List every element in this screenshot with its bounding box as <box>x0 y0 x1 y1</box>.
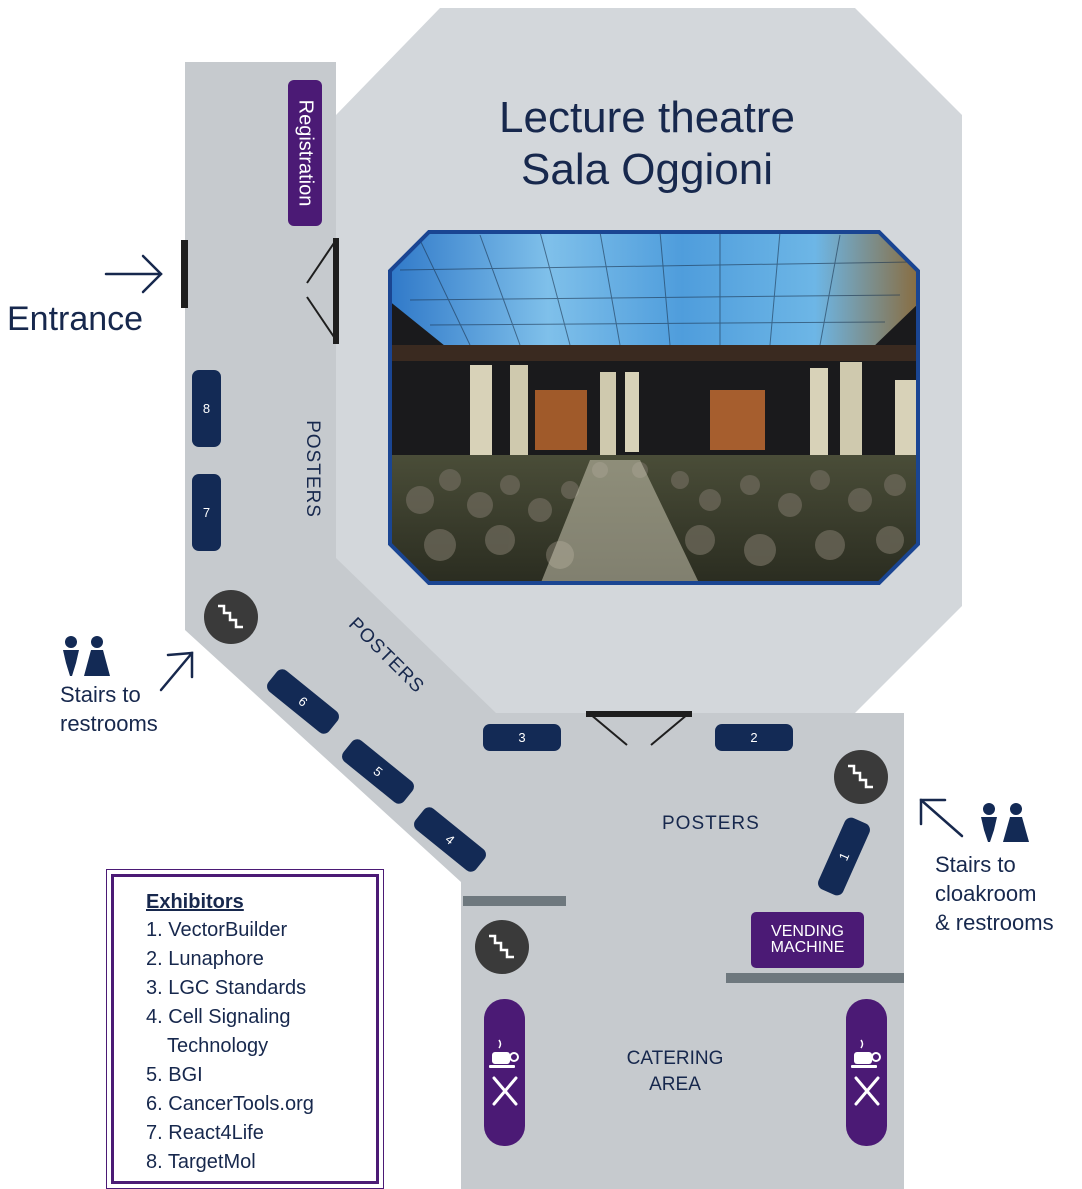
arrow-icon <box>919 798 964 838</box>
exhibitor-item: 7. React4Life <box>146 1122 264 1144</box>
corridor-area <box>185 62 904 1189</box>
fork-knife-icon <box>854 1076 880 1106</box>
restroom-icon <box>981 803 1029 842</box>
exhibitors-legend: Exhibitors 1. VectorBuilder 2. Lunaphore… <box>106 869 384 1189</box>
exhibitor-item: 3. LGC Standards <box>146 977 307 999</box>
booth-7: 7 <box>192 474 221 551</box>
registration-label: Registration <box>294 99 317 207</box>
booth-3: 3 <box>483 724 561 751</box>
posters-label: POSTERS <box>662 813 760 834</box>
stairs-icon <box>475 920 529 974</box>
stairs-restrooms-label: Stairs to restrooms <box>60 682 158 736</box>
door-icon <box>306 238 339 344</box>
exhibitor-item: 8. TargetMol <box>146 1151 256 1173</box>
wall-upper <box>463 896 566 906</box>
arrow-icon <box>104 254 163 294</box>
exhibitors-list: 1. VectorBuilder 2. Lunaphore 3. LGC Sta… <box>146 916 376 1177</box>
theatre-title-line1: Lecture theatre <box>499 93 795 142</box>
entrance-door <box>181 240 188 308</box>
coffee-cup-icon <box>489 1039 519 1068</box>
vending-machine: VENDING MACHINE <box>751 912 864 968</box>
theatre-title-line2: Sala Oggioni <box>521 145 773 194</box>
booth-2: 2 <box>715 724 793 751</box>
exhibitor-item: 1. VectorBuilder <box>146 919 288 941</box>
arrow-icon <box>159 651 194 692</box>
exhibitor-item: 6. CancerTools.org <box>146 1093 314 1115</box>
exhibitors-heading: Exhibitors <box>146 891 244 913</box>
restroom-icon <box>63 636 110 676</box>
theatre-title: Lecture theatre Sala Oggioni <box>447 92 847 196</box>
wall-right <box>726 973 904 983</box>
posters-label: POSTERS <box>301 420 323 518</box>
catering-station <box>484 999 525 1146</box>
lecture-theatre-photo <box>390 232 918 583</box>
fork-knife-icon <box>492 1076 518 1106</box>
stairs-cloakroom-label: Stairs to cloakroom & restrooms <box>935 852 1054 935</box>
stairs-icon <box>834 750 888 804</box>
stairs-icon <box>204 590 258 644</box>
registration-desk: Registration <box>288 80 322 226</box>
exhibitor-item: 5. BGI <box>146 1064 203 1086</box>
coffee-cup-icon <box>851 1039 881 1068</box>
door-icon <box>586 711 692 746</box>
catering-area-label: CATERING AREA <box>626 1048 724 1095</box>
exhibitor-item: 2. Lunaphore <box>146 948 264 970</box>
catering-station <box>846 999 887 1146</box>
entrance-label: Entrance <box>7 300 144 338</box>
booth-8: 8 <box>192 370 221 447</box>
